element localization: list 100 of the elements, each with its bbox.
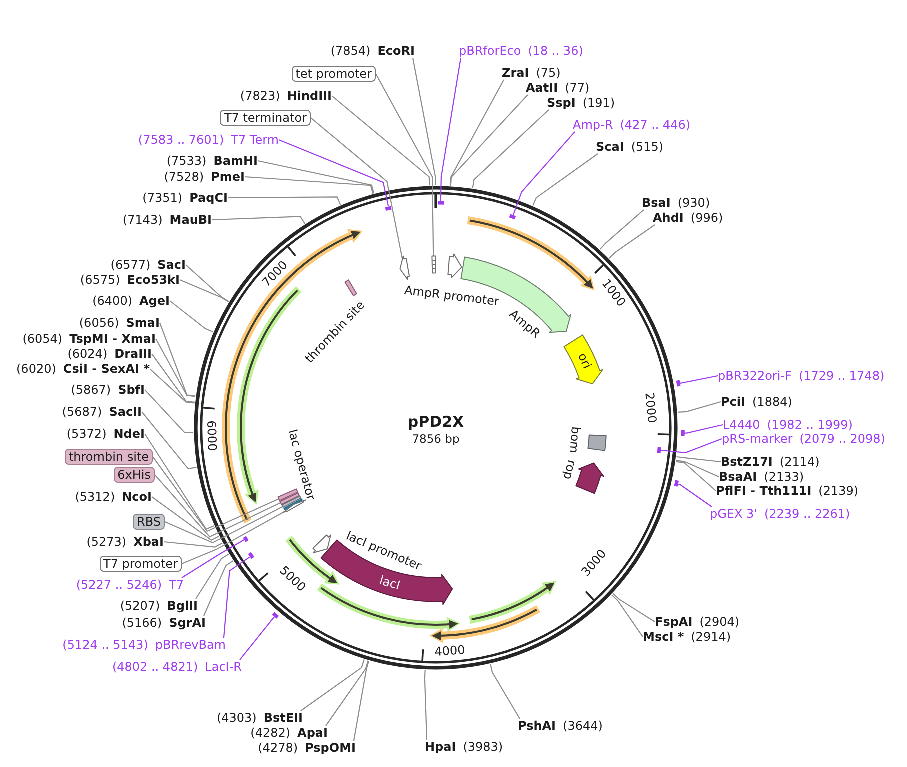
primer-name: L4440: [723, 418, 760, 432]
leader-line: [490, 664, 520, 720]
enzyme-name: AgeI: [140, 294, 170, 308]
leader-line: [376, 74, 434, 256]
enzyme-name: ApaI: [298, 726, 328, 740]
site-coordinate: (7854): [330, 44, 371, 58]
leader-line: [412, 58, 436, 186]
leader-line: [156, 338, 196, 398]
enzyme-name: BstEII: [264, 711, 303, 725]
site-coordinate: (5207): [120, 599, 160, 613]
enzyme-name: BglII: [167, 599, 198, 613]
enzyme-name: MscI *: [643, 630, 684, 644]
feature-tag: T7 terminator: [220, 110, 311, 126]
primer-coordinates: (2239 .. 2261): [764, 507, 850, 521]
leader-line: [300, 660, 365, 712]
enzyme-name: FspAI: [655, 615, 693, 629]
leader-line: [353, 660, 370, 742]
leader-line: [154, 474, 282, 538]
site-coordinate: (4278): [258, 741, 298, 755]
enzyme-name: PshAI: [518, 719, 556, 733]
tick-label: 4000: [434, 642, 466, 658]
leader-line: [472, 110, 550, 188]
site-coordinate: (5867): [71, 383, 112, 397]
leader-line: [278, 140, 390, 207]
leader-line: [144, 434, 214, 530]
site-coordinate: (3983): [463, 740, 504, 754]
feature-block: [399, 254, 411, 281]
plasmid-name: pPD2X: [408, 413, 464, 431]
leader-line: [180, 280, 230, 302]
leader-line: [228, 196, 342, 206]
enzyme-name: BsaI: [642, 196, 671, 210]
enzyme-name: PciI: [721, 395, 746, 409]
site-coordinate: (7351): [142, 191, 183, 205]
site-coordinate: (2914): [691, 630, 732, 644]
site-coordinate: (77): [565, 81, 590, 95]
leader-line: [212, 216, 306, 224]
primer-mark: [676, 380, 682, 388]
site-coordinate: (5372): [66, 427, 107, 441]
leader-line: [680, 375, 718, 384]
enzyme-name: CsiI - SexAI *: [63, 362, 150, 376]
site-coordinate: (2133): [764, 470, 804, 484]
leader-line: [159, 322, 196, 397]
enzyme-name: SmaI: [126, 316, 160, 330]
feature-label: rop: [561, 459, 580, 482]
site-coordinate: (6400): [92, 294, 133, 308]
leader-line: [244, 176, 374, 194]
leader-line: [676, 460, 720, 478]
site-coordinate: (996): [690, 211, 724, 225]
tick-label: 2000: [642, 392, 660, 424]
leader-line: [600, 210, 644, 250]
enzyme-name: HindIII: [287, 89, 332, 103]
primer-coordinates: (18 .. 36): [528, 44, 584, 58]
primer-name: pBRforEco: [459, 44, 522, 58]
enzyme-name: XbaI: [134, 535, 164, 549]
leader-line: [164, 506, 284, 544]
enzyme-name: MauBI: [170, 213, 212, 227]
primer-name: pRS-marker: [722, 432, 793, 446]
feature-block: [282, 499, 308, 515]
leader-line: [676, 456, 722, 463]
primer-coordinates: (427 .. 446): [620, 118, 691, 132]
enzyme-name: AatII: [526, 81, 558, 95]
site-coordinate: (7528): [164, 170, 204, 184]
leader-line: [152, 354, 195, 404]
site-coordinate: (6577): [110, 258, 151, 272]
leader-line: [532, 154, 598, 206]
site-coordinate: (7823): [240, 89, 280, 103]
site-coordinate: (7533): [166, 154, 207, 168]
leader-line: [152, 456, 280, 532]
leader-line: [240, 616, 276, 660]
enzyme-name: BstZ17I: [721, 455, 773, 469]
enzyme-name: PaqCI: [190, 191, 228, 205]
enzyme-name: SbfI: [118, 383, 145, 397]
feature-tag: 6xHis: [114, 467, 155, 483]
leader-line: [450, 80, 504, 186]
enzyme-name: SacI: [158, 258, 186, 272]
enzyme-name: Eco53kI: [127, 273, 180, 287]
primer-name: pGEX 3': [710, 507, 758, 521]
feature-label: AmpR promoter: [403, 283, 500, 309]
leader-line: [332, 96, 430, 186]
leader-line: [186, 264, 230, 302]
enzyme-name: TspMI - XmaI: [70, 332, 156, 346]
site-coordinate: (191): [582, 96, 616, 110]
enzyme-name: HpaI: [425, 740, 456, 754]
primer-name: Amp-R: [573, 118, 614, 132]
enzyme-name: SgrAI: [169, 616, 206, 630]
enzyme-name: SacII: [109, 405, 142, 419]
primer-name: pBR322ori-F: [718, 369, 792, 383]
primer-coordinates: (1982 .. 1999): [767, 418, 853, 432]
primer-coordinates: (5124 .. 5143): [62, 638, 148, 652]
leader-line: [182, 539, 246, 578]
leader-line: [152, 496, 220, 541]
leader-line: [170, 300, 214, 333]
leader-line: [144, 390, 194, 434]
enzyme-name: PmeI: [211, 170, 245, 184]
site-coordinate: (930): [678, 196, 710, 210]
leader-line: [182, 510, 286, 564]
leader-line: [676, 461, 716, 492]
site-coordinate: (5273): [86, 535, 127, 549]
primer-mark: [438, 201, 444, 206]
primer-coordinates: (2079 .. 2098): [800, 432, 886, 446]
